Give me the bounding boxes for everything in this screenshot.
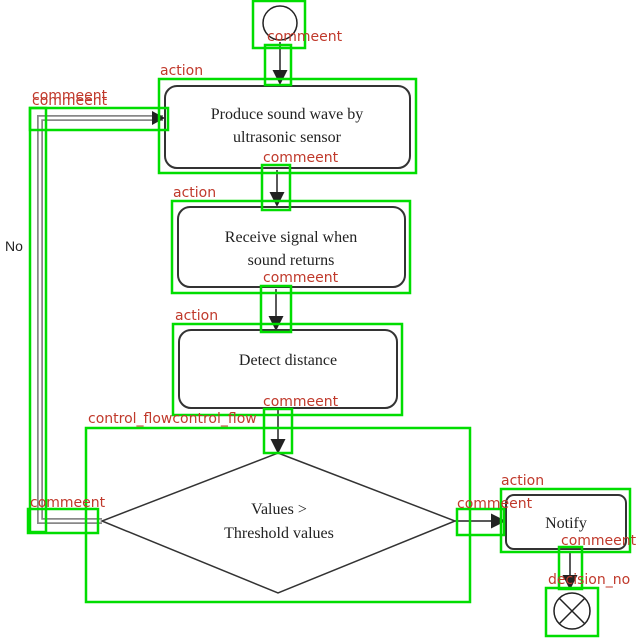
box-start-comment xyxy=(251,0,307,50)
action-notify-line1: Notify xyxy=(545,515,587,532)
label-comment-7: commeent xyxy=(30,495,106,511)
edge-no-loop xyxy=(37,115,163,524)
box-action-4 xyxy=(499,487,632,554)
label-comment-2: commeent xyxy=(32,88,108,104)
box-comment-6 xyxy=(26,507,100,535)
label-comment-3: commeent xyxy=(32,93,108,109)
action-receive-line2: sound returns xyxy=(248,252,335,269)
edge-label-no: No xyxy=(5,238,23,254)
label-action-3: action xyxy=(175,308,218,324)
label-action-2: action xyxy=(173,185,216,201)
label-comment-8: commeent xyxy=(457,496,533,512)
label-comment-9: commeent xyxy=(561,533,637,549)
box-action-1 xyxy=(157,77,418,175)
label-decision-node: decision_no xyxy=(548,572,630,588)
box-comment-1 xyxy=(263,43,293,87)
box-comment-4 xyxy=(259,284,293,334)
decision-line2: Threshold values xyxy=(224,525,334,542)
label-comment-4: commeent xyxy=(263,150,339,166)
box-comment-7 xyxy=(455,507,506,537)
edge-no-loop-inner xyxy=(38,116,158,523)
label-control-flow: control_flowcontrol_flow xyxy=(88,411,257,427)
annotation-boxes xyxy=(26,0,632,638)
box-comment-3 xyxy=(260,163,292,212)
action-produce-line1: Produce sound wave by xyxy=(211,106,363,123)
action-receive-line1: Receive signal when xyxy=(225,229,357,246)
action-detect-line1: Detect distance xyxy=(239,352,337,369)
label-action-4: action xyxy=(501,473,544,489)
end-node-cross-b xyxy=(558,597,586,625)
label-action-1: action xyxy=(160,63,203,79)
action-notify-box xyxy=(505,494,627,550)
start-node xyxy=(262,5,298,41)
decision-diamond xyxy=(99,452,458,594)
decision-line1: Values > xyxy=(251,501,307,518)
label-comment-1: commeent xyxy=(267,29,343,45)
box-decision-node xyxy=(544,586,600,638)
box-action-3 xyxy=(171,322,404,417)
label-comment-6: commeent xyxy=(263,394,339,410)
box-control-flow xyxy=(84,426,472,604)
action-produce-line2: ultrasonic sensor xyxy=(233,129,342,146)
box-comment-5 xyxy=(262,407,294,455)
label-comment-5: commeent xyxy=(263,270,339,286)
